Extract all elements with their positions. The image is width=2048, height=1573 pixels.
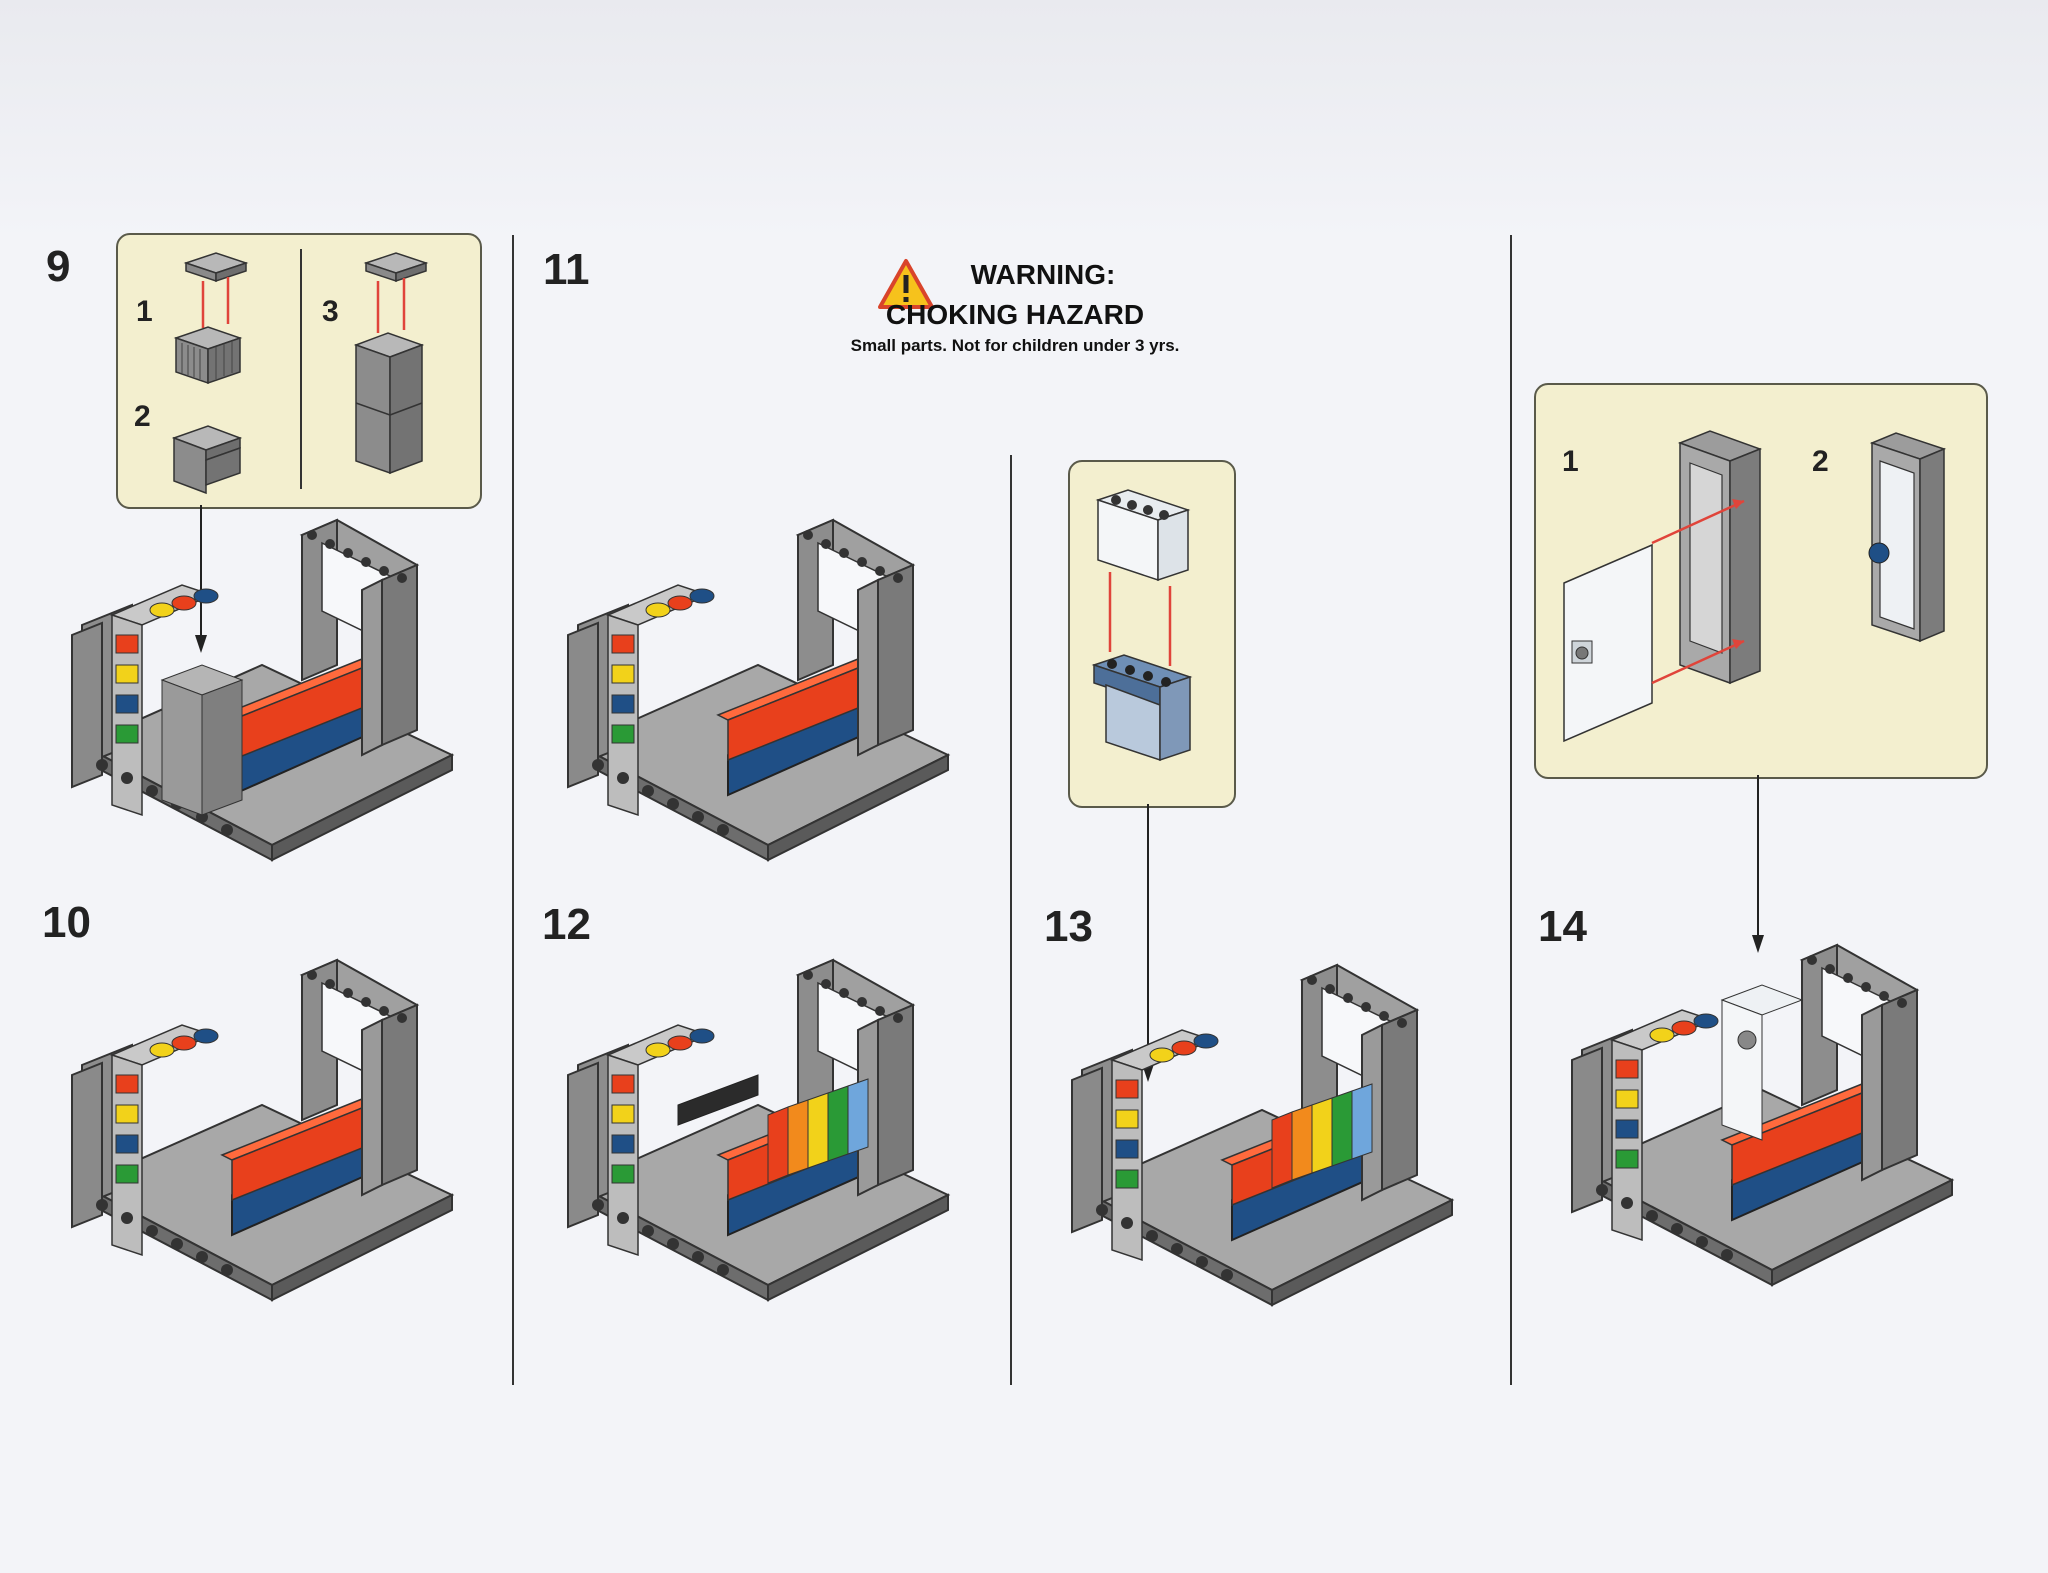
divider-2 [1010,455,1012,1385]
shop-model-step-12 [567,959,949,1301]
callout-9-substep-1: 1 [136,295,153,328]
step-number-11: 11 [543,245,590,294]
shop-model-step-14 [1571,944,1953,1286]
shop-model-step-9 [71,519,453,861]
divider-3 [1510,235,1512,1385]
divider-1 [512,235,514,1385]
warning-note: Small parts. Not for children under 3 yr… [850,336,1180,355]
scan-shadow [0,0,2048,240]
shop-model-step-13 [1071,964,1453,1306]
door-assembled-icon [1868,432,1947,643]
callout-14-substep-1: 1 [1562,445,1579,478]
door-icon [1563,543,1653,743]
step-number-9: 9 [46,242,71,291]
callout-14-pointer [1752,775,1764,953]
step-number-13: 13 [1044,902,1093,951]
callout-13-parts-illustration [1091,489,1193,762]
step-number-10: 10 [42,898,91,947]
choking-hazard-warning: WARNING: CHOKING HAZARD Small parts. Not… [800,258,1230,356]
shop-model-step-10 [71,959,453,1301]
plate-1x2-icon [363,252,429,283]
callout-14-substep-2: 2 [1812,445,1829,478]
callout-9-substep-2: 2 [134,400,151,433]
colored-books-overlay [1271,1083,1373,1189]
callout-9-pointer [195,505,207,653]
stacked-grille-icon [353,332,425,475]
callout-9-substep-3: 3 [322,295,339,328]
plate-2x2-icon [183,252,249,283]
blue-panel-icon [1091,654,1193,762]
door-frame-icon [1677,430,1763,685]
colored-books-overlay [677,1074,869,1184]
grille-panel-overlay [160,664,244,816]
warning-hazard: CHOKING HAZARD [885,299,1145,330]
step-number-12: 12 [542,900,591,949]
assembled-grille-icon [171,425,243,495]
step-number-14: 14 [1538,902,1587,951]
clear-panel-icon [1095,489,1191,582]
door-installed-overlay [1720,984,1804,1141]
callout-9-parts-illustration [171,252,429,495]
warning-title: WARNING: [970,259,1116,290]
warning-triangle-icon [878,259,934,309]
grille-brick-icon [173,326,243,385]
shop-model-step-11 [567,519,949,861]
callout-14-parts-illustration [1563,430,1947,743]
callout-9-separator [300,249,302,489]
